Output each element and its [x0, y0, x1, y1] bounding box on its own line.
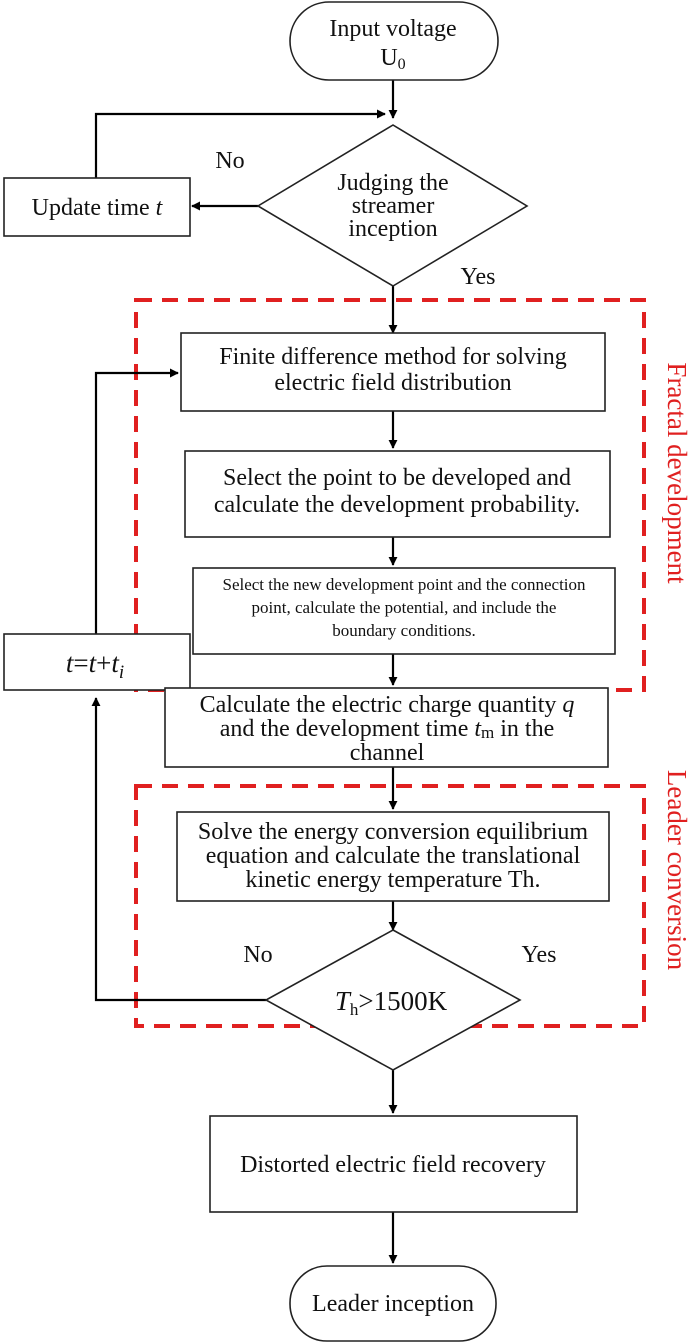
leader-region-label: Leader conversion	[662, 770, 692, 971]
energy-line3: kinetic energy temperature Th.	[246, 867, 541, 893]
end-text: Leader inception	[312, 1291, 474, 1317]
arrow-time-to-finite	[94, 368, 179, 634]
judge-line1: Judging the	[337, 170, 448, 196]
threshold-text: Th>1500K	[335, 986, 448, 1019]
judge-line2: streamer	[352, 193, 435, 219]
finite-line2: electric field distribution	[274, 370, 511, 396]
judge-line3: inception	[348, 216, 437, 242]
newpoint-line1: Select the new development point and the…	[222, 575, 586, 594]
update-time-box: Update time t	[3, 177, 191, 237]
recovery-text: Distorted electric field recovery	[240, 1152, 546, 1178]
recovery-box: Distorted electric field recovery	[209, 1115, 578, 1213]
label-no-top: No	[215, 148, 244, 174]
threshold-decision: Th>1500K	[264, 929, 522, 1071]
new-point-box: Select the new development point and the…	[192, 567, 616, 655]
start-node: Input voltage U0	[289, 1, 499, 81]
finite-difference-box: Finite difference method for solving ele…	[180, 332, 606, 412]
charge-line3: channel	[350, 740, 425, 766]
start-line1: Input voltage	[329, 16, 456, 42]
charge-line1: Calculate the electric charge quantity q	[200, 692, 575, 718]
fractal-region-label: Fractal development	[662, 362, 692, 584]
label-yes-bottom: Yes	[522, 942, 557, 968]
energy-equation-box: Solve the energy conversion equilibrium …	[176, 811, 610, 902]
arrow-update-loop	[94, 109, 386, 178]
newpoint-line3: boundary conditions.	[332, 621, 476, 640]
time-increment-box: t=t+ti	[3, 633, 191, 691]
select-point-box: Select the point to be developed and cal…	[184, 450, 611, 538]
time-increment-text: t=t+ti	[66, 648, 124, 683]
start-line2: U0	[380, 45, 405, 73]
newpoint-line2: point, calculate the potential, and incl…	[252, 598, 557, 617]
label-yes-top: Yes	[461, 264, 496, 290]
judge-decision: Judging the streamer inception	[256, 124, 529, 287]
charge-line2: and the development time tm in the	[220, 716, 555, 742]
finite-line1: Finite difference method for solving	[219, 344, 566, 370]
energy-line2: equation and calculate the translational	[206, 843, 581, 869]
update-time-text: Update time t	[32, 195, 164, 221]
select-line1: Select the point to be developed and	[223, 465, 571, 491]
energy-line1: Solve the energy conversion equilibrium	[198, 819, 588, 845]
end-node: Leader inception	[289, 1265, 497, 1342]
arrow-threshold-no-loop	[94, 751, 266, 1002]
label-no-bottom: No	[243, 942, 272, 968]
select-line2: calculate the development probability.	[214, 492, 580, 518]
charge-quantity-box: Calculate the electric charge quantity q…	[164, 687, 609, 768]
